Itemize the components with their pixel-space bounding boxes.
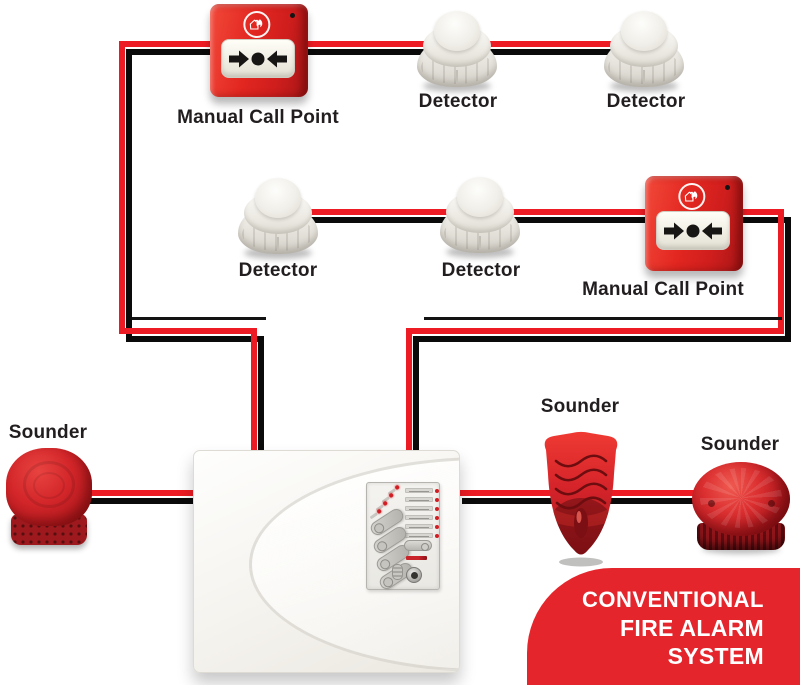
panel-keypad (366, 482, 440, 592)
press-here-arrows-icon (664, 222, 722, 239)
status-indicator-row (405, 506, 439, 511)
status-indicator-row (405, 524, 439, 529)
manual-call-point-2-label: Manual Call Point (582, 279, 744, 300)
sounder-right (692, 462, 790, 554)
alarm-led-icon (725, 185, 730, 190)
break-glass-element (656, 211, 730, 250)
status-indicator-row (405, 515, 439, 520)
system-title-badge: CONVENTIONAL FIRE ALARM SYSTEM (527, 568, 800, 685)
wire-loop1-top (119, 41, 643, 47)
manual-call-point-1 (210, 4, 308, 97)
wire-return-right (424, 317, 782, 320)
wire-sounder-left (75, 490, 203, 496)
fire-alarm-control-panel (193, 450, 460, 673)
wire-loop1-bottom (119, 328, 257, 334)
badge-line-2: FIRE ALARM SYSTEM (620, 614, 764, 670)
wire-return-left (132, 317, 266, 320)
wire-loop1-drop (251, 328, 257, 452)
sounder-left-label: Sounder (8, 422, 88, 443)
detector-top-2 (604, 10, 684, 92)
wire-loop2-drop (406, 328, 412, 452)
manual-call-point-2 (645, 176, 743, 271)
sounder-right-label: Sounder (700, 434, 780, 455)
detector-mid-1-label: Detector (238, 260, 318, 281)
status-indicator-row (405, 488, 439, 493)
wire-loop2-riser (778, 209, 784, 334)
alarm-led-icon (290, 13, 295, 18)
panel-buzzer-icon (392, 564, 403, 580)
status-indicator-row (405, 533, 439, 538)
detector-mid-2 (440, 176, 520, 258)
panel-keyswitch (406, 567, 422, 583)
fire-symbol-icon (678, 183, 706, 210)
sounder-mid (538, 430, 624, 568)
detector-top-2-label: Detector (606, 91, 686, 112)
detector-top-1 (417, 10, 497, 92)
status-indicator-row (405, 497, 439, 502)
wire-loop2-run (278, 209, 784, 215)
sounder-mid-label: Sounder (540, 396, 620, 417)
wire-loop2-bottom (406, 328, 784, 334)
detector-mid-1 (238, 177, 318, 259)
brand-logo (406, 556, 427, 560)
sounder-left (6, 448, 92, 545)
wire-loop1-riser (119, 41, 125, 334)
detector-mid-2-label: Detector (441, 260, 521, 281)
badge-line-1: CONVENTIONAL (582, 587, 764, 612)
press-here-arrows-icon (229, 50, 287, 67)
sound-alarm-button (404, 540, 432, 551)
detector-top-1-label: Detector (418, 91, 498, 112)
break-glass-element (221, 39, 295, 78)
fire-symbol-icon (243, 11, 271, 38)
manual-call-point-1-label: Manual Call Point (177, 107, 339, 128)
